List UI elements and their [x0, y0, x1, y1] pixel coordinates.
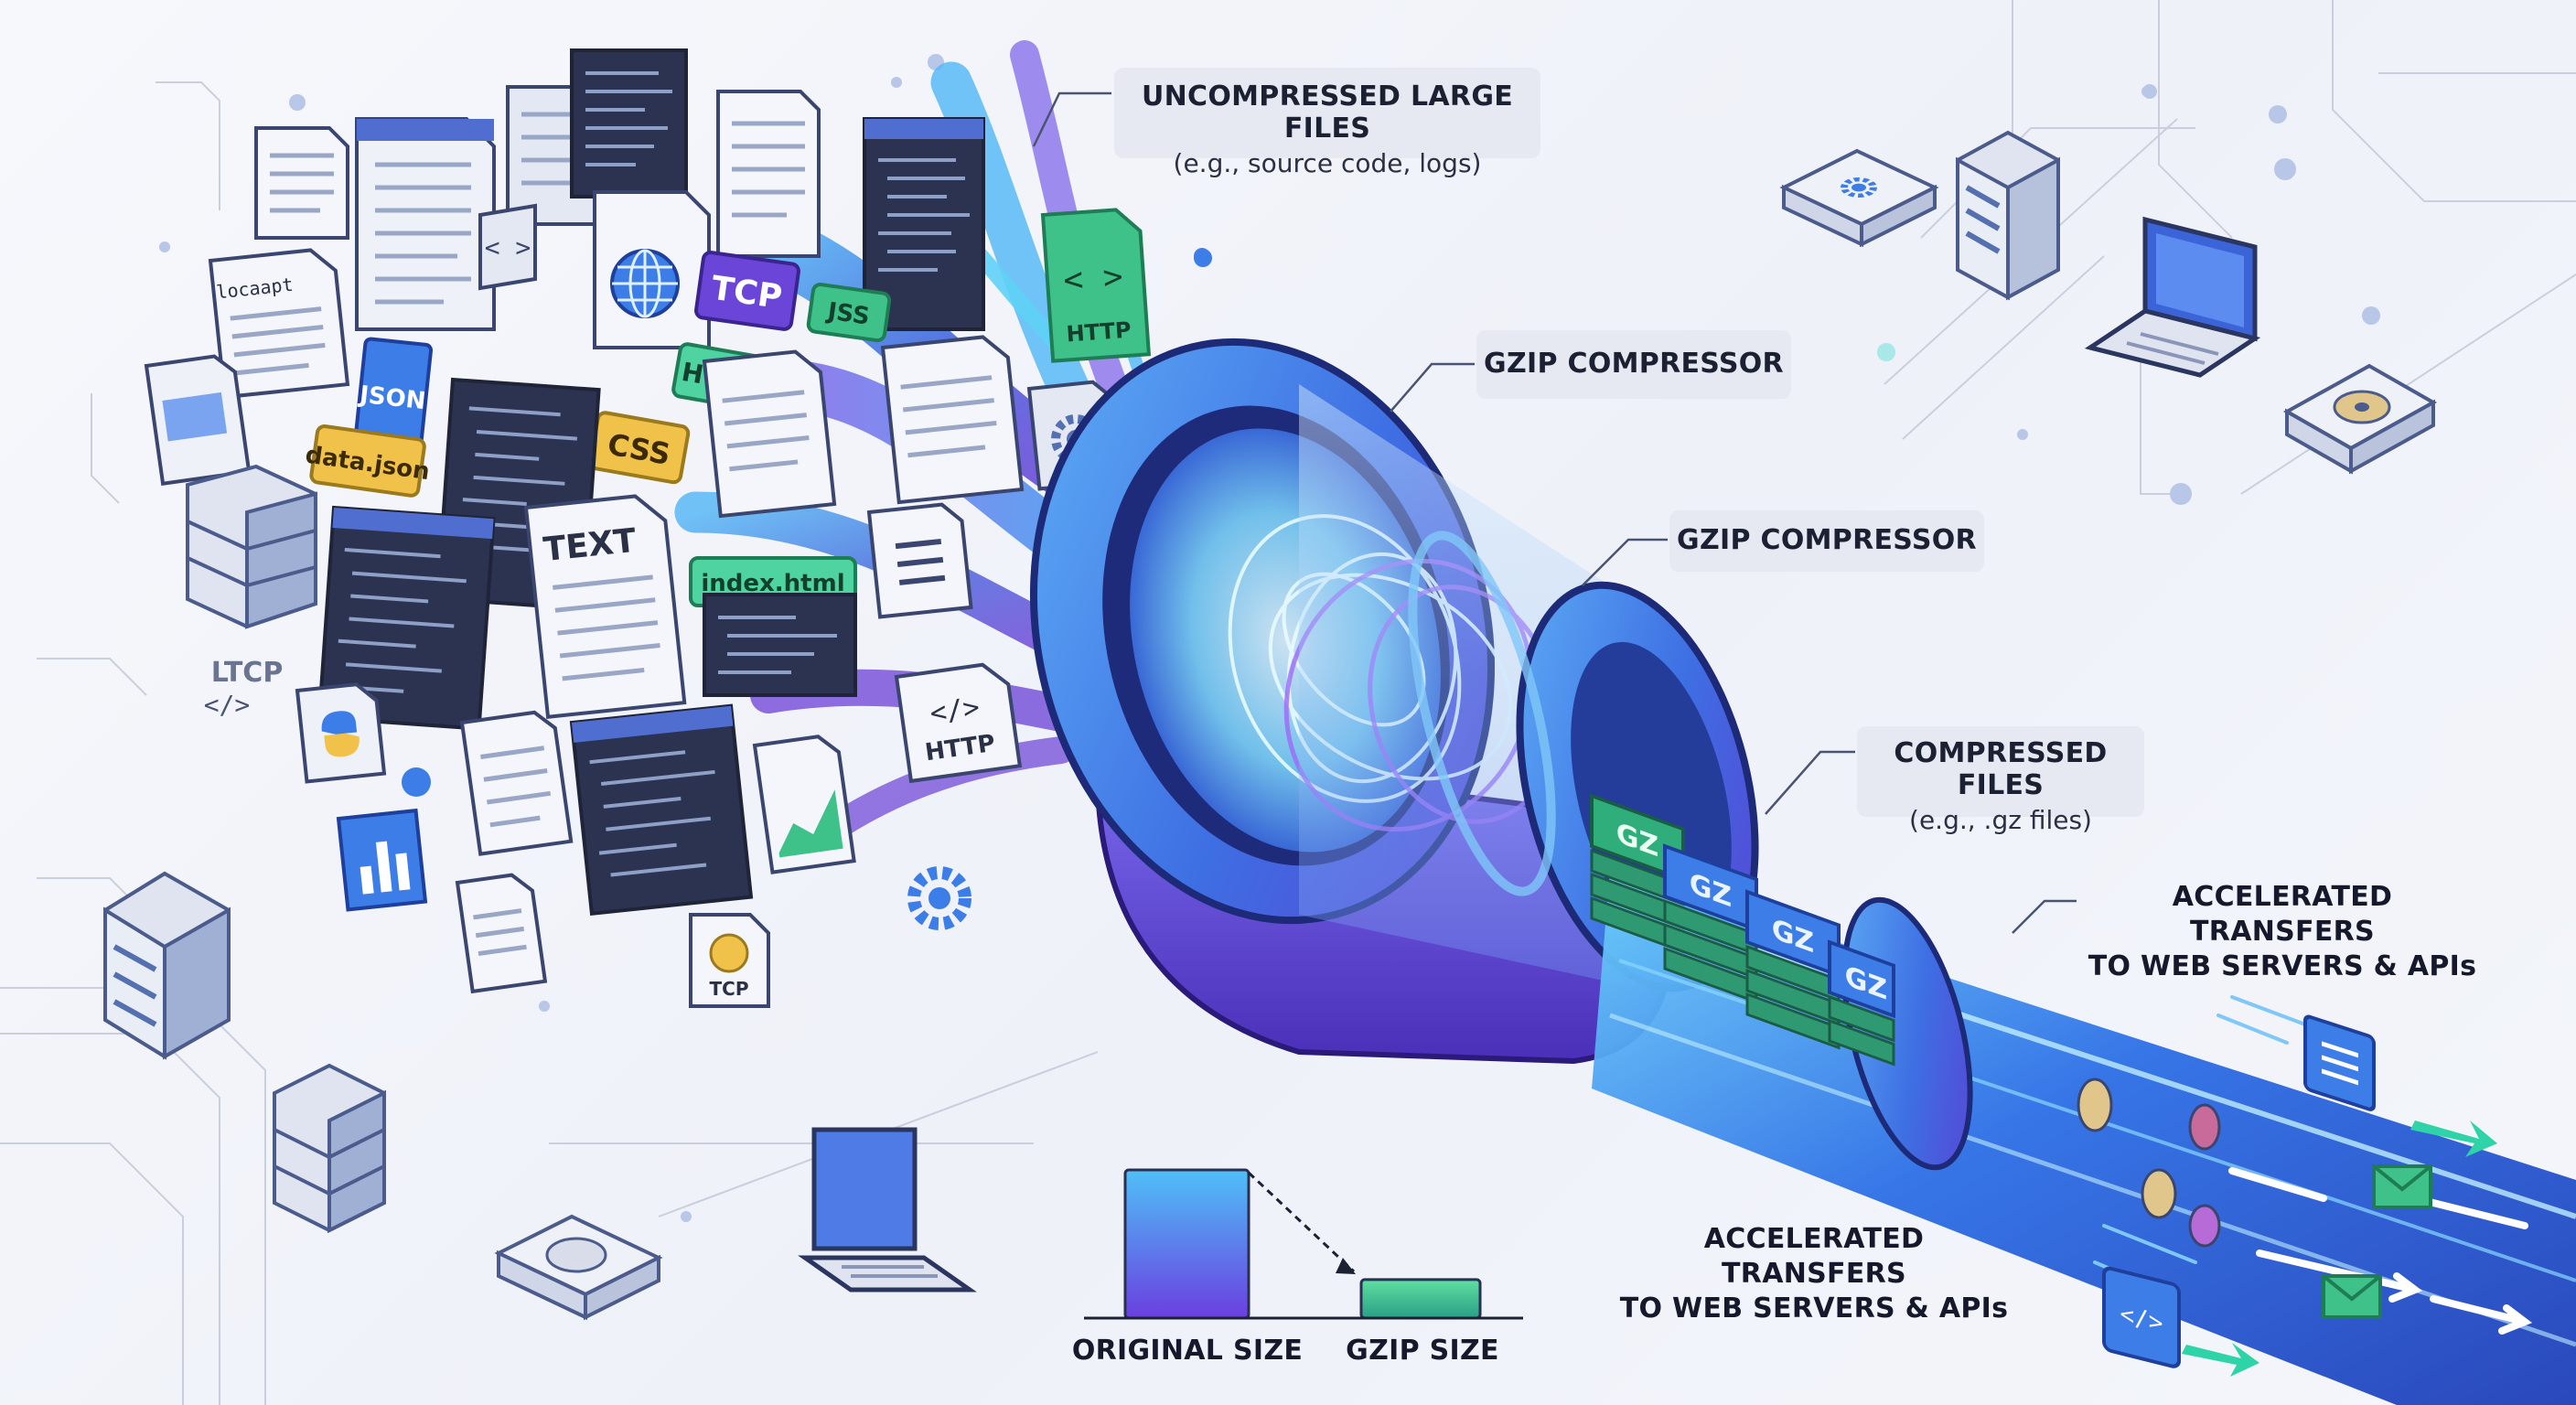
compressed-files-title: COMPRESSED FILES — [1894, 737, 2108, 801]
js-tag-text: JSS — [824, 297, 872, 330]
python-icon — [321, 711, 360, 757]
compressed-files-callout: COMPRESSED FILES (e.g., .gz files) — [1857, 726, 2144, 835]
server-rack-icon — [273, 1063, 386, 1234]
file-documents: < > TCP JSS < > HTTP HTML CSS — [144, 48, 1212, 1008]
window-document — [144, 354, 252, 486]
green-arrows — [2182, 1121, 2497, 1377]
http-doc-text: HTTP — [1066, 317, 1132, 348]
tcp-badge-text: TCP — [710, 978, 749, 1000]
gz-file-stacks: GZ GZ GZ GZ — [1590, 793, 1895, 1067]
globe-icon — [610, 249, 680, 318]
code-window — [317, 505, 496, 731]
json-tag: JSON — [353, 337, 434, 455]
shrink-arrow — [1247, 1171, 1356, 1273]
hard-drive-icon — [2282, 363, 2438, 475]
dot — [1194, 249, 1212, 267]
accelerated-bottom-line2: TO WEB SERVERS & APIs — [1619, 1292, 2009, 1325]
cable-end — [2077, 1078, 2221, 1248]
data-json-tag: data.json — [304, 424, 432, 498]
accelerated-right-line1: ACCELERATED TRANSFERS — [2172, 881, 2393, 948]
tcp-badge-document: TCP — [689, 913, 770, 1008]
accelerated-transfers-label-right: ACCELERATED TRANSFERS TO WEB SERVERS & A… — [2078, 880, 2486, 984]
code-window — [703, 593, 857, 697]
http-doc-brackets: < > — [1062, 258, 1124, 299]
code-document — [570, 48, 688, 198]
gz-stack: GZ — [1745, 889, 1841, 1050]
callout-leaders — [1032, 91, 2077, 934]
document-icon — [593, 190, 711, 349]
shrink-arrowhead — [1336, 1258, 1356, 1274]
document-icon — [459, 710, 574, 856]
code-bracket-text: < > — [485, 232, 531, 263]
gz-stack: GZ — [1590, 793, 1685, 954]
gz-stack: GZ — [1828, 939, 1895, 1067]
compressed-files-subtitle: (e.g., .gz files) — [1909, 805, 2092, 835]
code-icon: </> — [2102, 1266, 2181, 1368]
code-document — [863, 117, 985, 331]
bar-chart-card — [336, 808, 428, 912]
gzip-compressor-title-mid: GZIP COMPRESSOR — [1677, 524, 1977, 556]
http-card-code: </> — [928, 692, 982, 730]
gzip-size-label: GZIP SIZE — [1346, 1335, 1499, 1367]
list-document — [866, 502, 973, 619]
original-size-label: ORIGINAL SIZE — [1071, 1335, 1304, 1367]
gear-icon — [1841, 177, 1877, 198]
document-icon — [355, 117, 496, 331]
server-tower-icon — [1956, 130, 2060, 301]
gzip-compressor-title-top: GZIP COMPRESSOR — [1484, 348, 1784, 380]
accelerated-right-line2: TO WEB SERVERS & APIs — [2088, 950, 2477, 982]
laptop-icon — [2084, 216, 2261, 378]
size-comparison-chart — [1084, 1168, 1523, 1320]
envelope-icon — [2322, 1274, 2382, 1319]
accelerated-transfers-label-bottom: ACCELERATED TRANSFERS TO WEB SERVERS & A… — [1610, 1222, 2018, 1326]
hard-drive-icon — [494, 1214, 663, 1321]
gzip-compressor-callout-mid: GZIP COMPRESSOR — [1669, 510, 1984, 571]
code-card: < > — [478, 203, 537, 291]
css-tag: CSS — [588, 411, 691, 485]
gear-icon — [907, 866, 971, 930]
code-window — [569, 703, 754, 917]
document-icon — [880, 335, 1025, 505]
code-small-label: </> — [204, 690, 251, 720]
python-card — [295, 682, 387, 784]
document-icon — [716, 90, 821, 258]
document-icon — [702, 349, 837, 519]
text-document: TEXT — [523, 494, 687, 719]
http-card: </> HTTP — [894, 662, 1023, 784]
original-size-bar — [1123, 1168, 1250, 1320]
network-router — [1779, 148, 1939, 248]
gzip-size-bar — [1359, 1278, 1482, 1320]
gz-stack: GZ — [1663, 843, 1758, 1004]
bar-chart-icon — [360, 841, 411, 895]
server-tower-icon — [103, 871, 231, 1060]
uncompressed-title: UNCOMPRESSED LARGE FILES — [1141, 80, 1514, 145]
http-document: < > HTTP — [1040, 208, 1152, 363]
envelope-icon — [2372, 1164, 2432, 1209]
uncompressed-subtitle: (e.g., source code, logs) — [1173, 148, 1482, 178]
dot — [402, 767, 431, 797]
laptop-icon — [798, 1127, 977, 1292]
accelerated-bottom-line1: ACCELERATED TRANSFERS — [1703, 1223, 1925, 1290]
tcp-tag: TCP — [694, 251, 800, 331]
ltcp-label: LTCP — [211, 657, 284, 689]
js-tag: JSS — [806, 283, 892, 343]
document-icon — [254, 126, 349, 240]
gzip-compressor-callout-top: GZIP COMPRESSOR — [1476, 330, 1791, 398]
uncompressed-files-callout: UNCOMPRESSED LARGE FILES (e.g., source c… — [1114, 68, 1540, 178]
list-card-icon — [2303, 1014, 2376, 1111]
chart-document — [752, 735, 856, 874]
document-icon — [455, 873, 548, 994]
server-rack-icon — [186, 464, 317, 629]
